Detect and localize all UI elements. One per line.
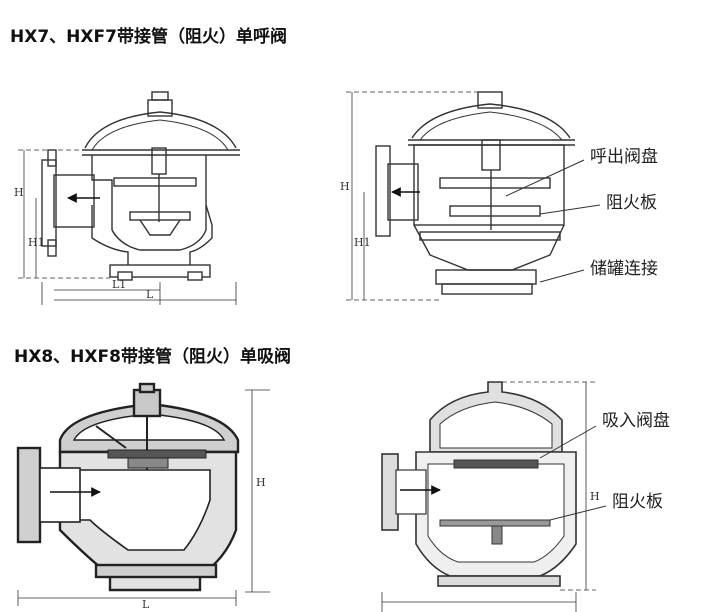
hx8-drawing-left [16, 382, 240, 592]
callout-flame-arrester-1: 阻火板 [606, 193, 657, 213]
dim-l-top-left: L [146, 288, 154, 301]
section-title-hx7: HX7、HXF7带接管（阻火）单呼阀 [10, 27, 287, 47]
hx7-drawing-right [346, 91, 601, 301]
dim-h-top-right: H [340, 180, 350, 193]
dim-h-top-left: H [14, 186, 24, 199]
dim-h1-top-left: H1 [28, 236, 45, 249]
dim-h-bottom-right: H [590, 490, 600, 503]
callout-inhale-disc: 吸入阀盘 [602, 411, 670, 431]
hx8-drawing-right [381, 381, 577, 587]
callout-tank-connection: 储罐连接 [590, 259, 658, 279]
dim-l-bottom-left: L [142, 598, 150, 611]
hx8-left-annotations [17, 389, 270, 606]
callout-flame-arrester-2: 阻火板 [612, 492, 663, 512]
callout-exhale-disc: 呼出阀盘 [590, 147, 658, 167]
dim-h1-top-right: H1 [354, 236, 371, 249]
section-title-hx8: HX8、HXF8带接管（阻火）单吸阀 [14, 347, 291, 367]
dim-l1-top-left: L1 [112, 278, 126, 291]
hx7-drawing-left [18, 91, 240, 305]
dim-h-bottom-left: H [256, 476, 266, 489]
hx8-right-annotations [381, 381, 607, 612]
